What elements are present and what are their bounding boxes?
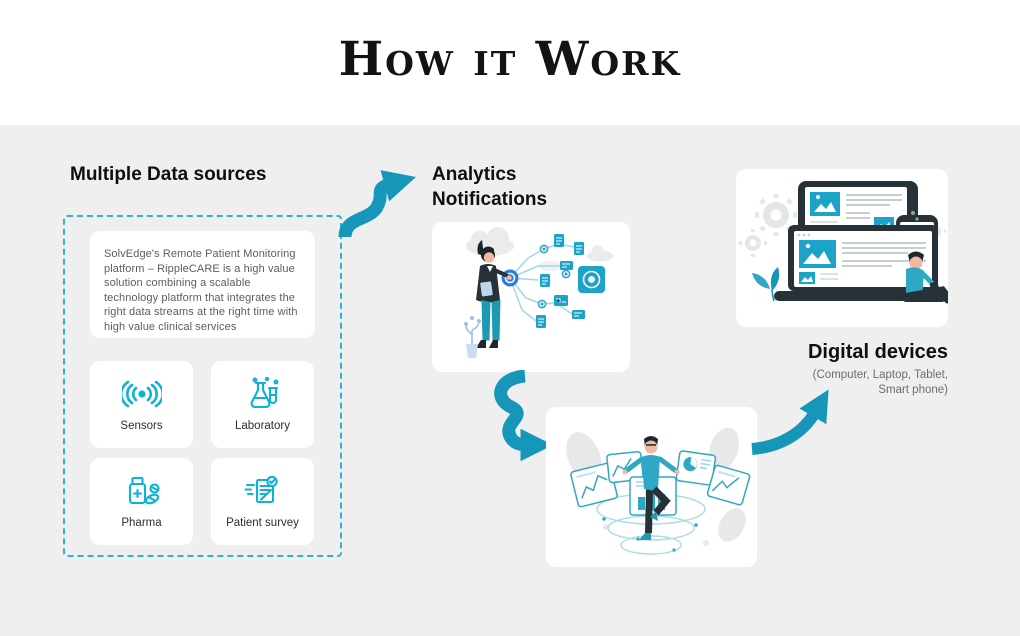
tile-label: Patient survey (226, 517, 299, 529)
signal-icon (121, 374, 162, 414)
analytics-illustration (464, 227, 613, 358)
page-title: How it Work (338, 32, 682, 87)
description-card: SolvEdge's Remote Patient Monitoring pla… (90, 231, 315, 338)
pill-bottle-icon (123, 471, 161, 511)
description-text: SolvEdge's Remote Patient Monitoring pla… (104, 248, 298, 333)
analytics-illustration-card (432, 222, 630, 372)
data-sources-heading: Multiple Data sources (70, 164, 267, 185)
tile-label: Sensors (120, 420, 163, 432)
data-sources-frame (63, 215, 342, 557)
tile-label: Pharma (121, 517, 162, 529)
tile-laboratory: Laboratory (211, 361, 314, 448)
tile-pharma: Pharma (90, 458, 193, 545)
survey-clipboard-icon (243, 471, 282, 511)
devices-heading: Digital devices (807, 341, 948, 363)
processing-illustration (566, 427, 751, 555)
tile-label: Laboratory (235, 420, 290, 432)
devices-subheading: (Computer, Laptop, Tablet, Smart phone) (760, 368, 948, 398)
flow-arrow-analytics-to-processing (494, 370, 553, 462)
processing-illustration-card (546, 407, 757, 567)
devices-subheading-line1: (Computer, Laptop, Tablet, (812, 369, 948, 381)
tile-patient-survey: Patient survey (211, 458, 314, 545)
devices-illustration (739, 181, 948, 304)
header-band: How it Work (0, 0, 1020, 125)
lab-flask-icon (245, 374, 281, 414)
flow-arrow-processing-to-devices (751, 389, 829, 455)
devices-caption: Digital devices (Computer, Laptop, Table… (760, 341, 948, 398)
tile-sensors: Sensors (90, 361, 193, 448)
analytics-heading: Analytics Notifications (432, 162, 547, 212)
analytics-heading-line2: Notifications (432, 189, 548, 210)
flow-arrow-sources-to-analytics (338, 170, 417, 238)
devices-illustration-card (736, 169, 948, 327)
devices-subheading-line2: Smart phone) (878, 384, 948, 396)
analytics-heading-line1: Analytics (432, 164, 517, 185)
